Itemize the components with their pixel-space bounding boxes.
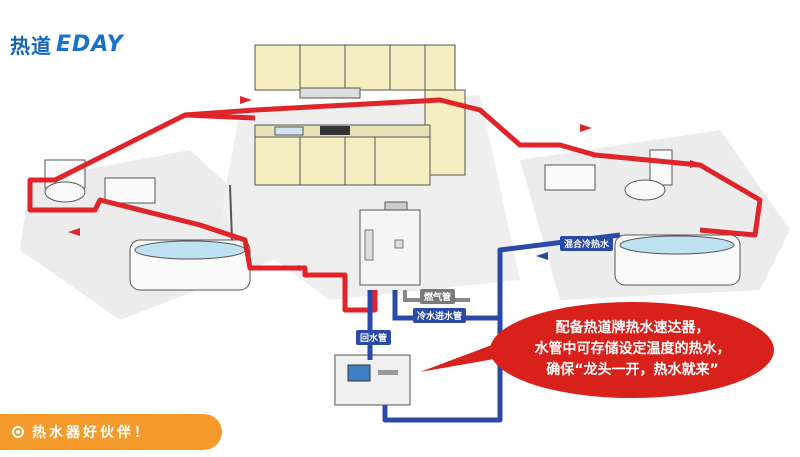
logo-chinese-text: 热道 [10, 34, 52, 58]
flow-arrows [68, 96, 702, 271]
water-heater-unit [359, 201, 421, 286]
right-bathroom [544, 149, 741, 286]
logo-english-text: EDAY [56, 32, 124, 57]
hot-water-pipe-upper [184, 97, 763, 238]
mixed-water-pipe [382, 232, 621, 423]
flow-arrow-blue [536, 252, 548, 260]
callout-line-1: 配备热道牌热水速达器， [555, 320, 710, 336]
kitchen-cabinets [254, 44, 466, 186]
brand-logo: 热道 EDAY [10, 30, 124, 59]
label-mixed-water-pipe: 混合冷热水 [560, 236, 614, 251]
circulation-controller [334, 354, 411, 406]
label-cold-inlet-pipe: 冷水进水管 [413, 308, 467, 323]
target-icon [12, 426, 24, 438]
label-return-pipe: 回水管 [356, 330, 392, 345]
slogan-banner: 热水器好伙伴！ [0, 414, 222, 450]
label-gas-pipe: 燃气管 [420, 289, 456, 304]
callout-pointer [420, 340, 505, 372]
slogan-text: 热水器好伙伴！ [32, 425, 151, 441]
callout-text: 配备热道牌热水速达器， 水管中可存储设定温度的热水， 确保“龙头一开，热水就来” [505, 318, 760, 381]
callout-line-2: 水管中可存储设定温度的热水， [534, 341, 731, 357]
hot-water-pipe [27, 112, 378, 313]
callout-line-3: 确保“龙头一开，热水就来” [546, 362, 719, 378]
callout-bubble [490, 302, 774, 398]
